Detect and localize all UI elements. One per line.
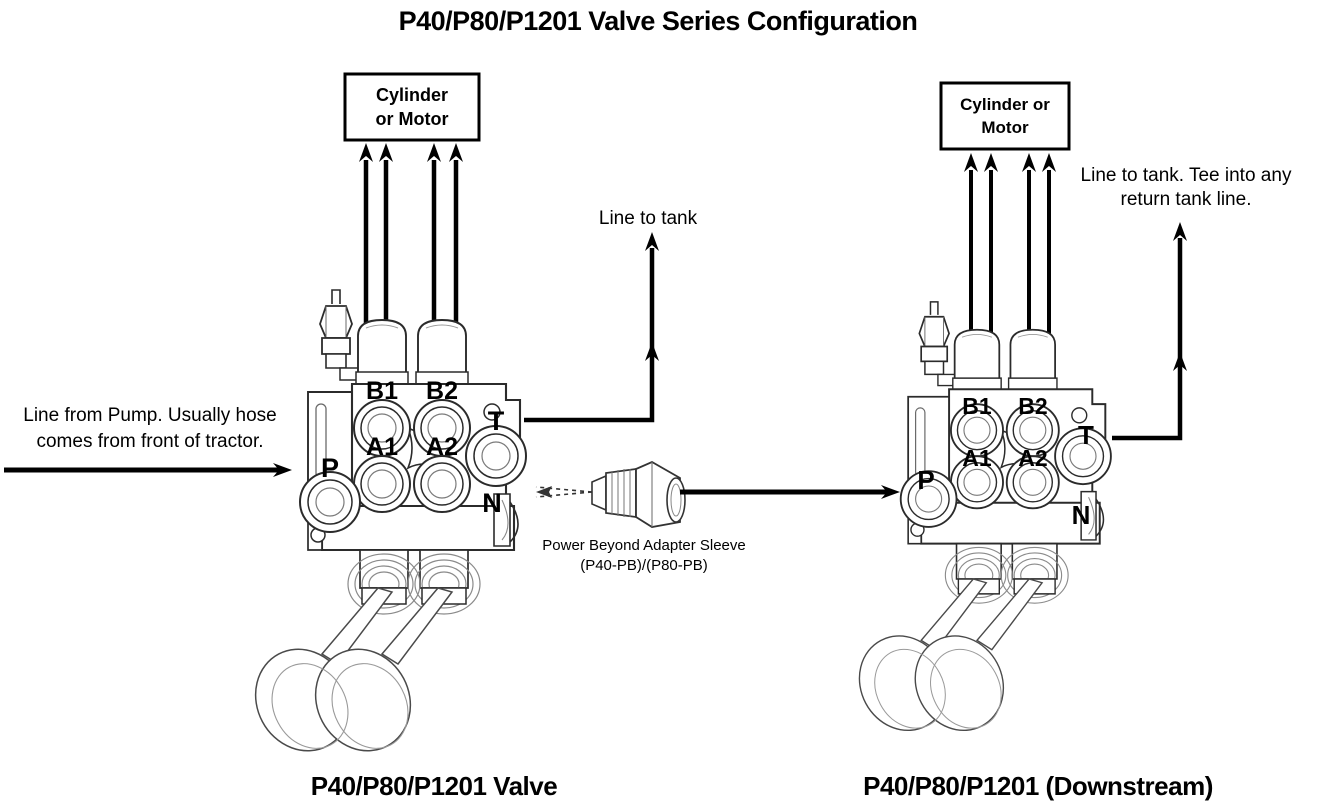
port-label-n: N — [482, 488, 502, 518]
right-valve-port-labels: B1 B2 A1 A2 P T N — [917, 393, 1094, 530]
adapter-assembly-arrowhead — [536, 486, 552, 498]
right-load-label-line1: Cylinder or — [960, 95, 1050, 114]
left-tank-line — [524, 248, 655, 423]
port-label-n: N — [1072, 500, 1091, 530]
port-label-a2: A2 — [426, 433, 458, 461]
pump-inlet-annotation-line1: Line from Pump. Usually hose — [23, 405, 276, 426]
port-label-b2: B2 — [1018, 393, 1047, 419]
left-tank-annotation: Line to tank — [599, 208, 698, 229]
right-load-label-line2: Motor — [981, 118, 1029, 137]
left-valve-port-labels: B1 B2 A1 A2 P T N — [321, 377, 505, 518]
adapter-label-line1: Power Beyond Adapter Sleeve — [542, 537, 745, 554]
right-valve-caption: P40/P80/P1201 (Downstream) — [863, 771, 1213, 801]
left-valve-caption: P40/P80/P1201 Valve — [311, 771, 557, 801]
port-label-a1: A1 — [366, 433, 398, 461]
right-tank-annotation-line1: Line to tank. Tee into any — [1081, 165, 1292, 186]
port-label-b2: B2 — [426, 377, 458, 405]
left-load-box — [343, 72, 481, 142]
port-label-t: T — [1078, 420, 1094, 450]
port-label-a1: A1 — [962, 445, 992, 471]
left-load-label-line2: or Motor — [376, 109, 449, 129]
left-work-line-arrowheads — [359, 143, 463, 162]
port-label-b1: B1 — [366, 377, 398, 405]
port-label-a2: A2 — [1018, 445, 1047, 471]
port-label-t: T — [488, 406, 505, 436]
pump-inlet-annotation-line2: comes from front of tractor. — [36, 431, 263, 452]
right-work-line-arrowheads — [964, 153, 1056, 172]
port-label-b1: B1 — [962, 393, 992, 419]
left-load-label-line1: Cylinder — [376, 85, 448, 105]
adapter-label-line2: (P40-PB)/(P80-PB) — [580, 557, 708, 574]
page-title: P40/P80/P1201 Valve Series Configuration — [399, 6, 918, 36]
port-label-p: P — [321, 453, 339, 483]
right-load-box — [939, 81, 1071, 151]
right-tank-line — [1112, 238, 1183, 441]
power-beyond-adapter: Power Beyond Adapter Sleeve (P40-PB)/(P8… — [535, 460, 746, 574]
port-label-p: P — [917, 465, 934, 495]
left-valve-assembly — [236, 288, 528, 769]
right-tank-annotation-line2: return tank line. — [1121, 189, 1252, 210]
